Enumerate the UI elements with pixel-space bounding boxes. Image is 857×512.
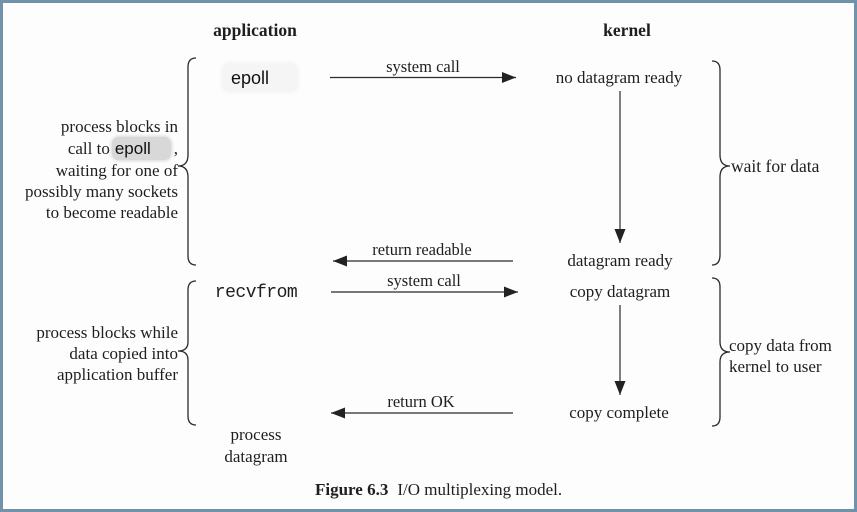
epoll-call-label: epoll xyxy=(231,67,270,88)
syscall-bottom-label: system call xyxy=(387,271,461,290)
note1-line2-post: , xyxy=(173,139,178,158)
note1-line5: to become readable xyxy=(45,203,178,222)
note2-line3: application buffer xyxy=(56,365,178,384)
note1-line2-pre: call to xyxy=(67,139,110,158)
right-brace-top xyxy=(711,60,731,266)
copy-data-line1: copy data from xyxy=(729,336,832,355)
datagram-ready-label: datagram ready xyxy=(567,251,673,270)
right-brace-bottom xyxy=(711,277,731,427)
recvfrom-call-label: recvfrom xyxy=(214,283,298,303)
copy-data-line2: kernel to user xyxy=(729,357,822,376)
syscall-top-label: system call xyxy=(386,57,460,76)
note1-line4: possibly many sockets xyxy=(25,182,178,201)
epoll-note-label: epoll xyxy=(114,139,151,158)
left-note-block2: process blocks while data copied into ap… xyxy=(3,322,178,385)
process-datagram-line1: process xyxy=(230,425,282,444)
diagram-linework xyxy=(177,57,731,427)
figure-caption-number: Figure 6.3 xyxy=(315,480,389,499)
return-ok-label: return OK xyxy=(387,392,455,411)
note1-line3: waiting for one of xyxy=(55,161,178,180)
process-datagram-line2: datagram xyxy=(224,447,288,466)
process-datagram-label: process datagram xyxy=(224,424,287,468)
epoll-note-patch: epoll xyxy=(111,137,171,160)
note2-line2: data copied into xyxy=(69,344,178,363)
copy-datagram-label: copy datagram xyxy=(569,282,671,301)
figure-caption-text: I/O multiplexing model. xyxy=(397,480,563,499)
return-readable-label: return readable xyxy=(372,240,472,259)
copy-data-note: copy data from kernel to user xyxy=(729,335,832,377)
column-header-application: application xyxy=(213,20,297,40)
column-header-kernel: kernel xyxy=(603,20,651,40)
note2-line1: process blocks while xyxy=(36,323,178,342)
left-brace-bottom xyxy=(177,280,197,426)
epoll-patch: epoll xyxy=(223,64,297,91)
no-datagram-ready-label: no datagram ready xyxy=(555,68,683,87)
figure-caption: Figure 6.3 I/O multiplexing model. xyxy=(315,481,562,498)
copy-complete-label: copy complete xyxy=(569,403,669,422)
wait-for-data-label: wait for data xyxy=(731,156,820,176)
note1-line1: process blocks in xyxy=(60,117,178,136)
left-brace-top xyxy=(177,57,197,266)
